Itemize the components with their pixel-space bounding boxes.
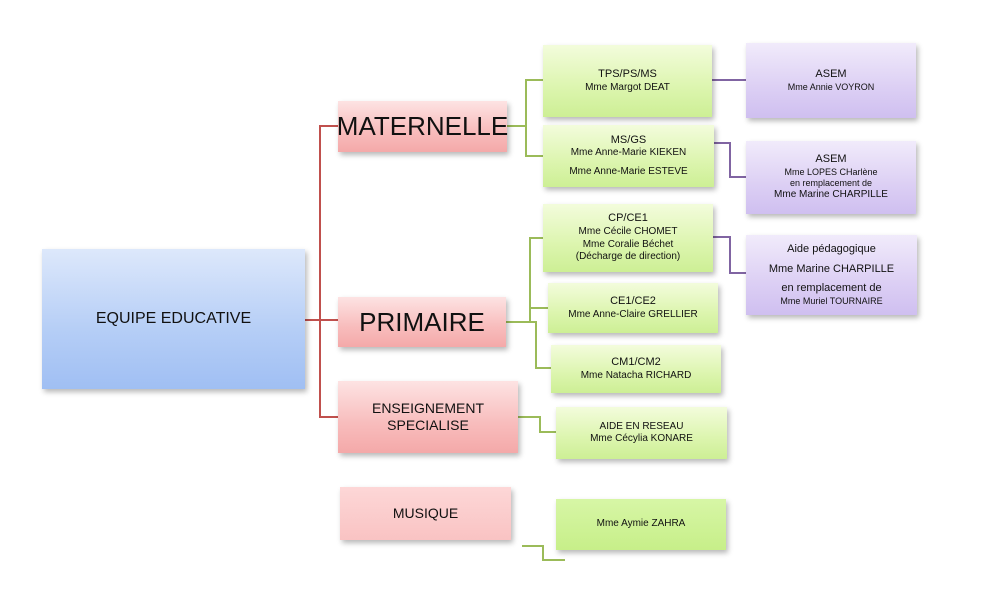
class-ce1-ce2: CE1/CE2 Mme Anne-Claire GRELLIER [548, 283, 718, 333]
class-cp-ce1: CP/CE1 Mme Cécile CHOMET Mme Coralie Béc… [543, 204, 713, 272]
connector-root-maternelle [305, 125, 338, 321]
teacher-name: Mme Anne-Marie ESTEVE [569, 165, 688, 177]
staff-name: Mme Aymie ZAHRA [596, 518, 686, 530]
teacher-name: Mme Coralie Béchet [582, 238, 674, 250]
teacher-name: Mme Anne-Marie KIEKEN [570, 147, 687, 159]
root-label: EQUIPE EDUCATIVE [95, 310, 252, 327]
aide-en-reseau: AIDE EN RESEAU Mme Cécylia KONARE [556, 407, 727, 459]
teacher-name: Mme Margot DEAT [585, 81, 670, 93]
connector-maternelle-msgs [525, 126, 543, 157]
specialise-node: ENSEIGNEMENT SPECIALISE [338, 381, 518, 453]
connector-root-specialise [319, 320, 338, 418]
root-equipe-educative: EQUIPE EDUCATIVE [42, 249, 305, 389]
role-title: ASEM [815, 68, 847, 80]
staff-name: Mme Marine CHARPILLE [768, 262, 895, 275]
class-title: CM1/CM2 [611, 355, 661, 368]
specialise-label: ENSEIGNEMENT SPECIALISE [371, 399, 484, 434]
teacher-note: (Décharge de direction) [575, 251, 681, 263]
class-tps-ps-ms: TPS/PS/MS Mme Margot DEAT [543, 45, 712, 117]
staff-name: Mme Muriel TOURNAIRE [780, 296, 883, 306]
connector-primaire-ce1ce2 [529, 307, 548, 322]
musique-label: MUSIQUE [392, 504, 459, 521]
maternelle-node: MATERNELLE [336, 101, 509, 152]
role-title: Aide pédagogique [787, 242, 876, 255]
connector-specialise-aide [518, 416, 556, 433]
class-title: CP/CE1 [608, 212, 648, 225]
connector-musique [522, 545, 565, 561]
replacement-note: en remplacement de [781, 282, 882, 295]
class-ms-gs: MS/GS Mme Anne-Marie KIEKEN Mme Anne-Mar… [543, 125, 714, 187]
musique-node: MUSIQUE [340, 487, 511, 540]
connector-primaire-cm1cm2 [530, 321, 551, 369]
role-title: AIDE EN RESEAU [599, 420, 684, 432]
connector-maternelle-classes [507, 79, 543, 127]
connector-msgs-asem [714, 142, 746, 178]
aide-pedagogique: Aide pédagogique Mme Marine CHARPILLE en… [746, 235, 917, 315]
connector-primaire-cpce1 [506, 237, 543, 323]
primaire-node: PRIMAIRE [338, 297, 506, 347]
connector-cpce1-aide [713, 236, 746, 274]
primaire-label: PRIMAIRE [359, 306, 485, 337]
class-cm1-cm2: CM1/CM2 Mme Natacha RICHARD [551, 345, 721, 393]
teacher-name: Mme Natacha RICHARD [580, 369, 692, 381]
musique-teacher: Mme Aymie ZAHRA [556, 499, 726, 550]
class-title: TPS/PS/MS [598, 67, 657, 80]
maternelle-label: MATERNELLE [336, 111, 509, 142]
teacher-name: Mme Anne-Claire GRELLIER [568, 308, 698, 320]
asem-voyron: ASEM Mme Annie VOYRON [746, 43, 916, 118]
class-title: MS/GS [610, 133, 647, 146]
staff-name: Mme Cécylia KONARE [590, 433, 693, 444]
staff-name: Mme Marine CHARPILLE [774, 189, 888, 201]
role-title: ASEM [815, 153, 847, 166]
teacher-name: Mme Cécile CHOMET [578, 226, 678, 238]
asem-lopes: ASEM Mme LOPES CHarlène en remplacement … [746, 141, 916, 214]
class-title: CE1/CE2 [610, 294, 656, 307]
staff-name: Mme Annie VOYRON [787, 81, 875, 92]
staff-name: Mme LOPES CHarlène [784, 166, 878, 177]
replacement-note: en remplacement de [789, 178, 873, 189]
